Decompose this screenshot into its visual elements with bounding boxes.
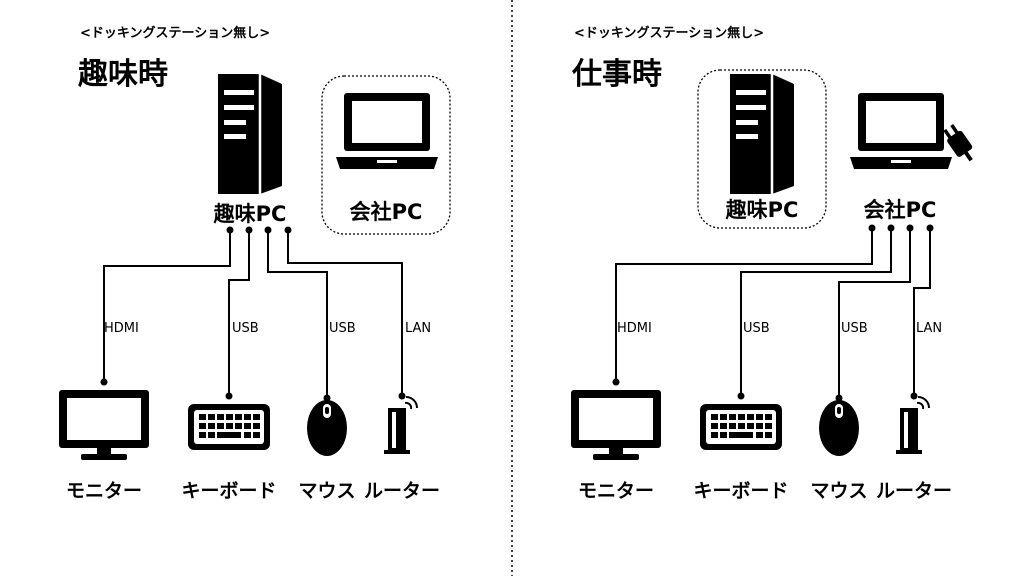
mouse-icon [819,400,859,456]
laptop-pc-icon [336,93,438,169]
left-lan-cable [287,230,403,396]
right-hdmi-label: HDMI [617,321,652,336]
left-tower-label: 趣味PC [213,202,287,226]
right-mouse-label: マウス [810,480,867,502]
left-lan-label: LAN [405,321,431,336]
laptop-pc-icon [850,93,952,169]
left-hdmi-cable [103,230,231,382]
left-keyboard-label: キーボード [181,480,276,502]
right-hdmi-cable [615,228,873,382]
router-icon [895,396,930,455]
left-router-label: ルーター [364,480,440,502]
left-subtitle: <ドッキングステーション無し> [80,25,270,41]
right-lan-label: LAN [916,321,942,336]
right-usb-mouse-cable [838,228,911,398]
right-usb-mouse-label: USB [841,321,868,336]
right-lan-cable [913,228,931,396]
power-plug-icon [943,124,973,162]
right-usb-keyboard-cable [740,228,892,396]
monitor-icon [571,390,661,460]
left-panel: <ドッキングステーション無し> 趣味時 趣味PC 会社PC HDMI USB U… [59,25,451,502]
left-usb-keyboard-label: USB [232,321,259,336]
right-keyboard-label: キーボード [693,480,788,502]
router-icon [383,396,418,455]
right-inactive-frame [697,69,827,229]
right-monitor-label: モニター [578,480,654,502]
right-tower-label: 趣味PC [725,198,799,222]
left-usb-mouse-cable [267,230,328,398]
monitor-icon [59,390,149,460]
keyboard-icon [188,404,270,450]
left-usb-mouse-label: USB [329,321,356,336]
right-title: 仕事時 [571,57,662,92]
tower-pc-icon [216,72,284,196]
left-laptop-label: 会社PC [350,200,423,224]
right-usb-keyboard-label: USB [743,321,770,336]
right-laptop-label: 会社PC [864,198,937,222]
right-panel: <ドッキングステーション無し> 仕事時 趣味PC 会社PC HDMI USB [571,25,973,502]
mouse-icon [307,400,347,456]
left-hdmi-label: HDMI [104,321,139,336]
right-subtitle: <ドッキングステーション無し> [574,25,764,41]
left-usb-keyboard-cable [228,230,250,396]
tower-pc-icon [728,72,796,196]
left-title: 趣味時 [78,57,168,92]
right-router-label: ルーター [876,480,952,502]
left-inactive-frame [321,75,451,235]
keyboard-icon [700,404,782,450]
left-mouse-label: マウス [298,480,355,502]
left-monitor-label: モニター [66,480,142,502]
